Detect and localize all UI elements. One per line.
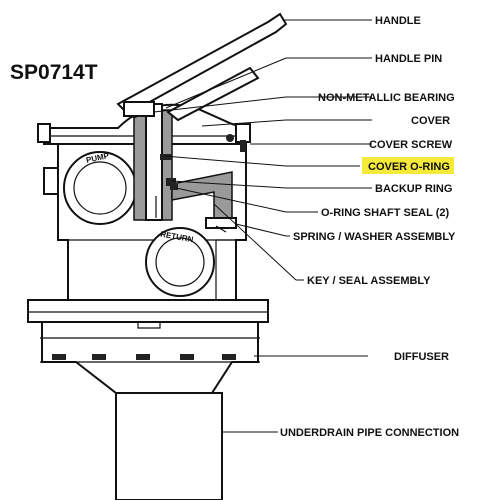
part-label-cover-screw: COVER SCREW [369,139,453,151]
mounting-flange [27,299,269,323]
valve-handle [116,12,288,122]
part-label-diffuser: DIFFUSER [394,351,449,363]
part-label-key-seal-assembly: KEY / SEAL ASSEMBLY [307,275,431,287]
cover-o-ring-highlight [362,157,454,174]
underdrain-pipe [115,392,223,500]
part-label-o-ring-shaft-seal: O-RING SHAFT SEAL (2) [321,207,449,219]
part-label-backup-ring: BACKUP RING [375,183,452,195]
model-number-title: SP0714T [10,61,98,84]
part-label-cover-o-ring: COVER O-RING [368,161,450,173]
part-label-non-metallic-bearing: NON-METALLIC BEARING [318,92,455,104]
cover-screws [37,123,251,152]
part-label-handle-pin: HANDLE PIN [375,53,442,65]
part-label-handle: HANDLE [375,15,421,27]
part-label-cover: COVER [411,115,450,127]
part-label-spring-washer-assembly: SPRING / WASHER ASSEMBLY [293,231,456,243]
diffuser-slots [52,354,236,360]
part-label-underdrain-pipe-connection: UNDERDRAIN PIPE CONNECTION [280,427,459,439]
part-labels: HANDLE HANDLE PIN NON-METALLIC BEARING C… [280,15,459,439]
valve-drawing: PUMP RETURN [27,12,288,500]
leader-lines [153,19,372,433]
pump-port [63,151,137,225]
